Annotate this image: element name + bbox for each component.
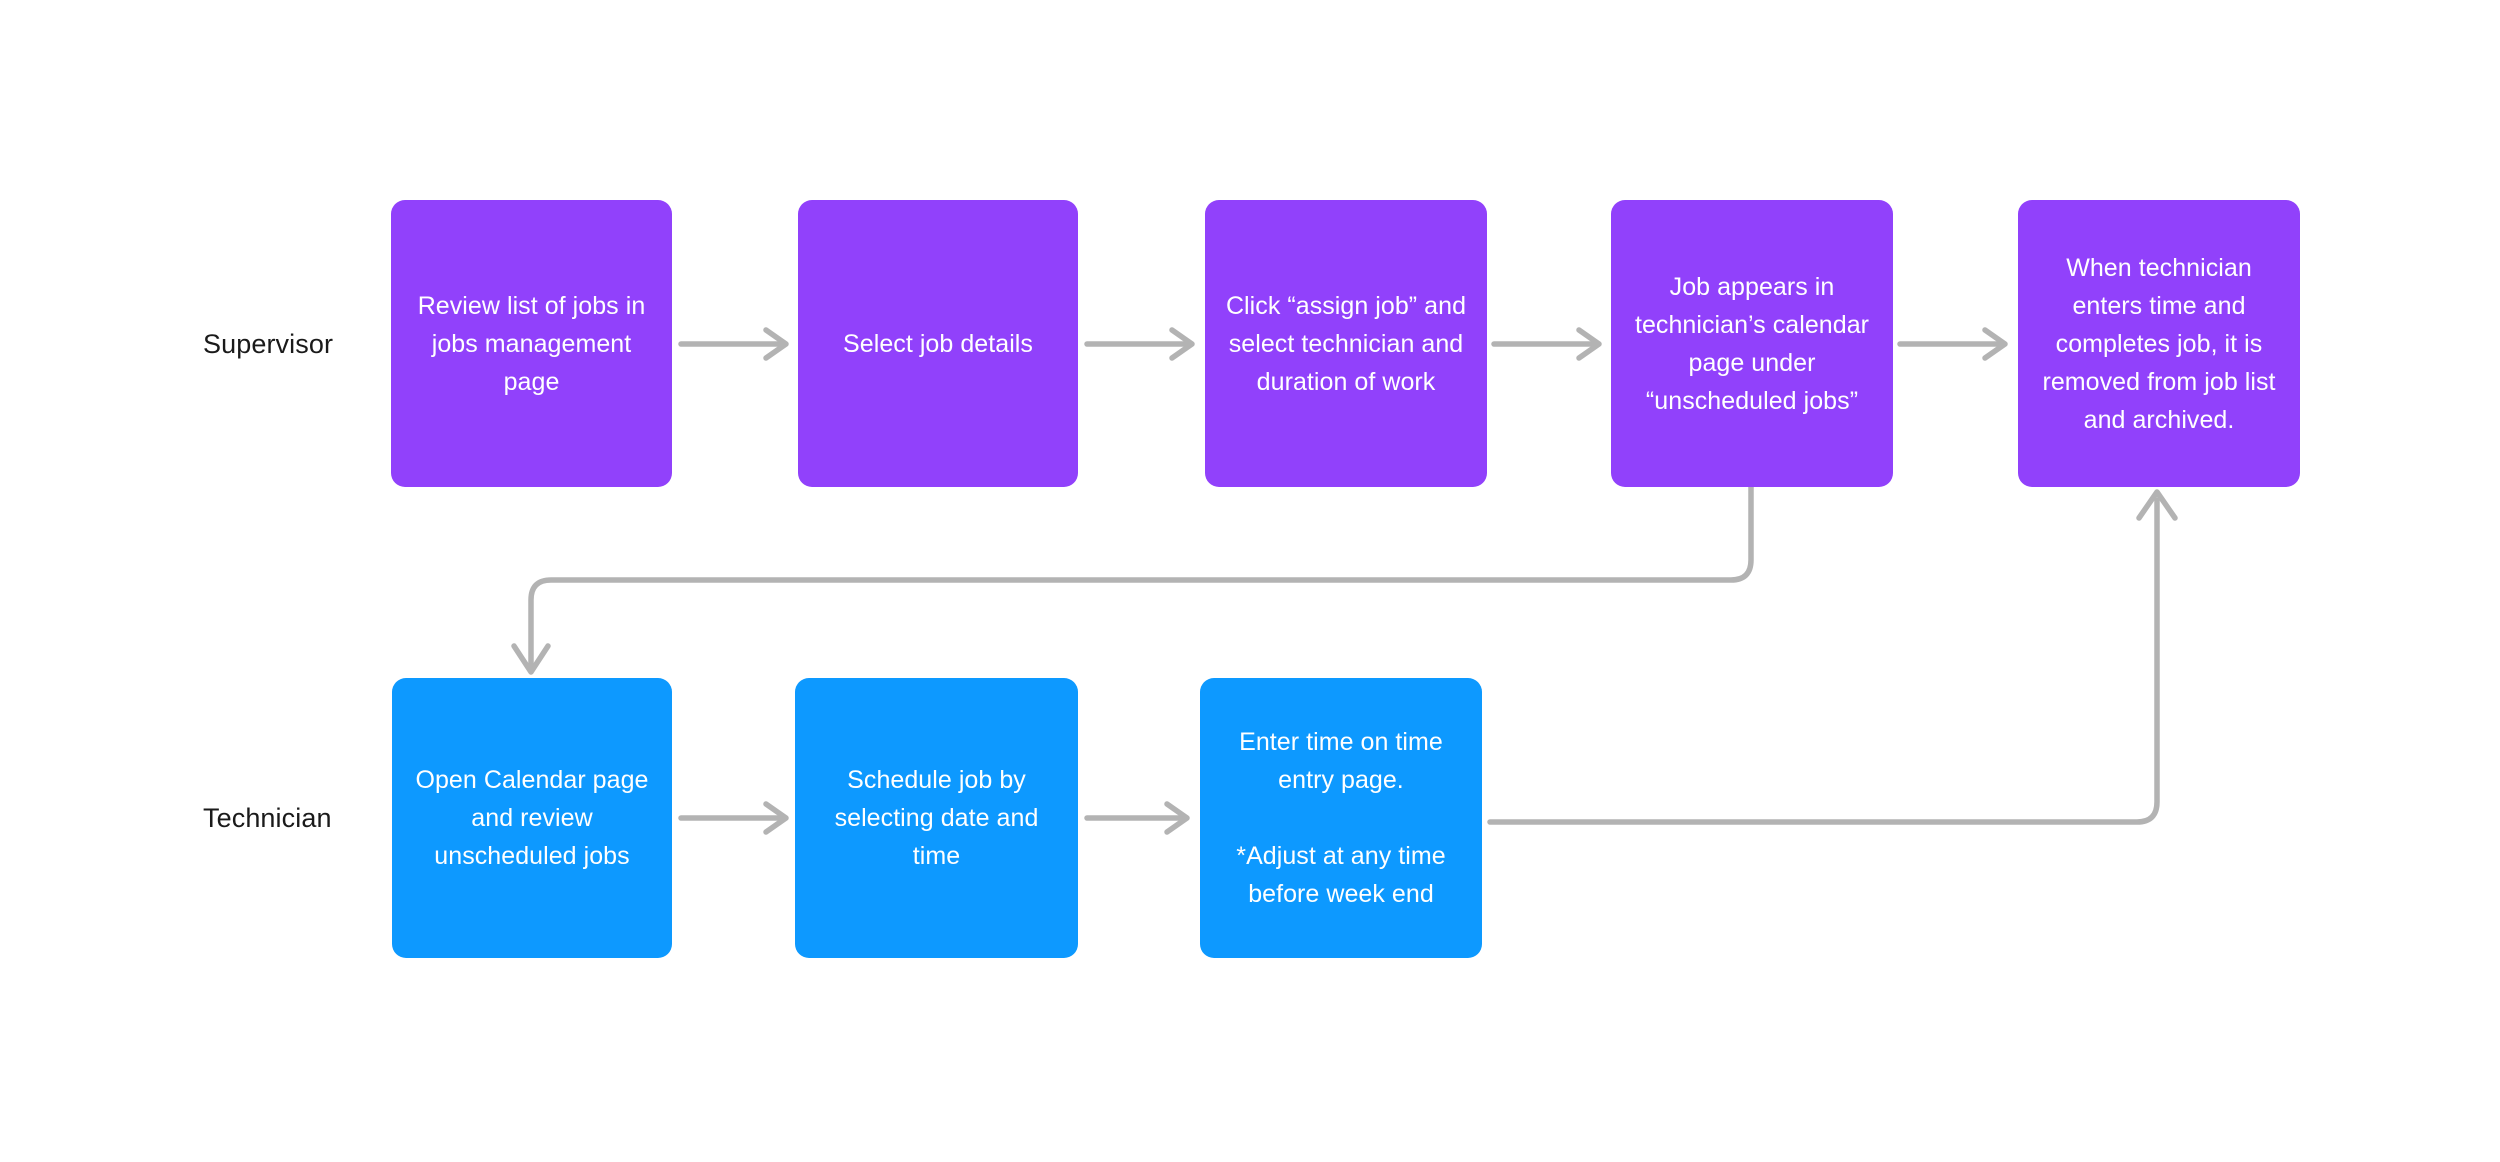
node-label: Schedule job by selecting date and time bbox=[834, 766, 1039, 870]
connector-t1-t2 bbox=[678, 801, 789, 835]
connector-s1-s2 bbox=[678, 327, 789, 361]
node-label: When technician enters time and complete… bbox=[2042, 253, 2276, 434]
node-label: Open Calendar page and review unschedule… bbox=[415, 766, 649, 870]
connector-s3-s4 bbox=[1491, 327, 1602, 361]
connector-s4-s5 bbox=[1897, 327, 2008, 361]
connector-s4-t1 bbox=[511, 484, 1754, 675]
node-job-archived[interactable]: When technician enters time and complete… bbox=[2018, 200, 2300, 487]
node-label: Select job details bbox=[843, 329, 1033, 358]
node-assign-job[interactable]: Click “assign job” and select technician… bbox=[1205, 200, 1487, 487]
connector-t2-t3 bbox=[1084, 801, 1190, 835]
node-job-appears-in-calendar[interactable]: Job appears in technician’s calendar pag… bbox=[1611, 200, 1893, 487]
lane-label-supervisor: Supervisor bbox=[203, 329, 334, 359]
node-enter-time[interactable]: Enter time on time entry page. *Adjust a… bbox=[1200, 678, 1482, 958]
node-review-jobs-list[interactable]: Review list of jobs in jobs management p… bbox=[391, 200, 672, 487]
connector-s2-s3 bbox=[1084, 327, 1195, 361]
lane-label-technician: Technician bbox=[203, 803, 332, 833]
node-schedule-job[interactable]: Schedule job by selecting date and time bbox=[795, 678, 1078, 958]
node-open-calendar[interactable]: Open Calendar page and review unschedule… bbox=[392, 678, 672, 958]
node-label: Click “assign job” and select technician… bbox=[1225, 291, 1467, 396]
node-label: Review list of jobs in jobs management p… bbox=[417, 291, 646, 396]
node-label: Enter time on time entry page. *Adjust a… bbox=[1236, 728, 1446, 908]
connector-t3-s5 bbox=[1487, 489, 2178, 825]
node-select-job-details[interactable]: Select job details bbox=[798, 200, 1078, 487]
node-label: Job appears in technician’s calendar pag… bbox=[1634, 272, 1870, 415]
